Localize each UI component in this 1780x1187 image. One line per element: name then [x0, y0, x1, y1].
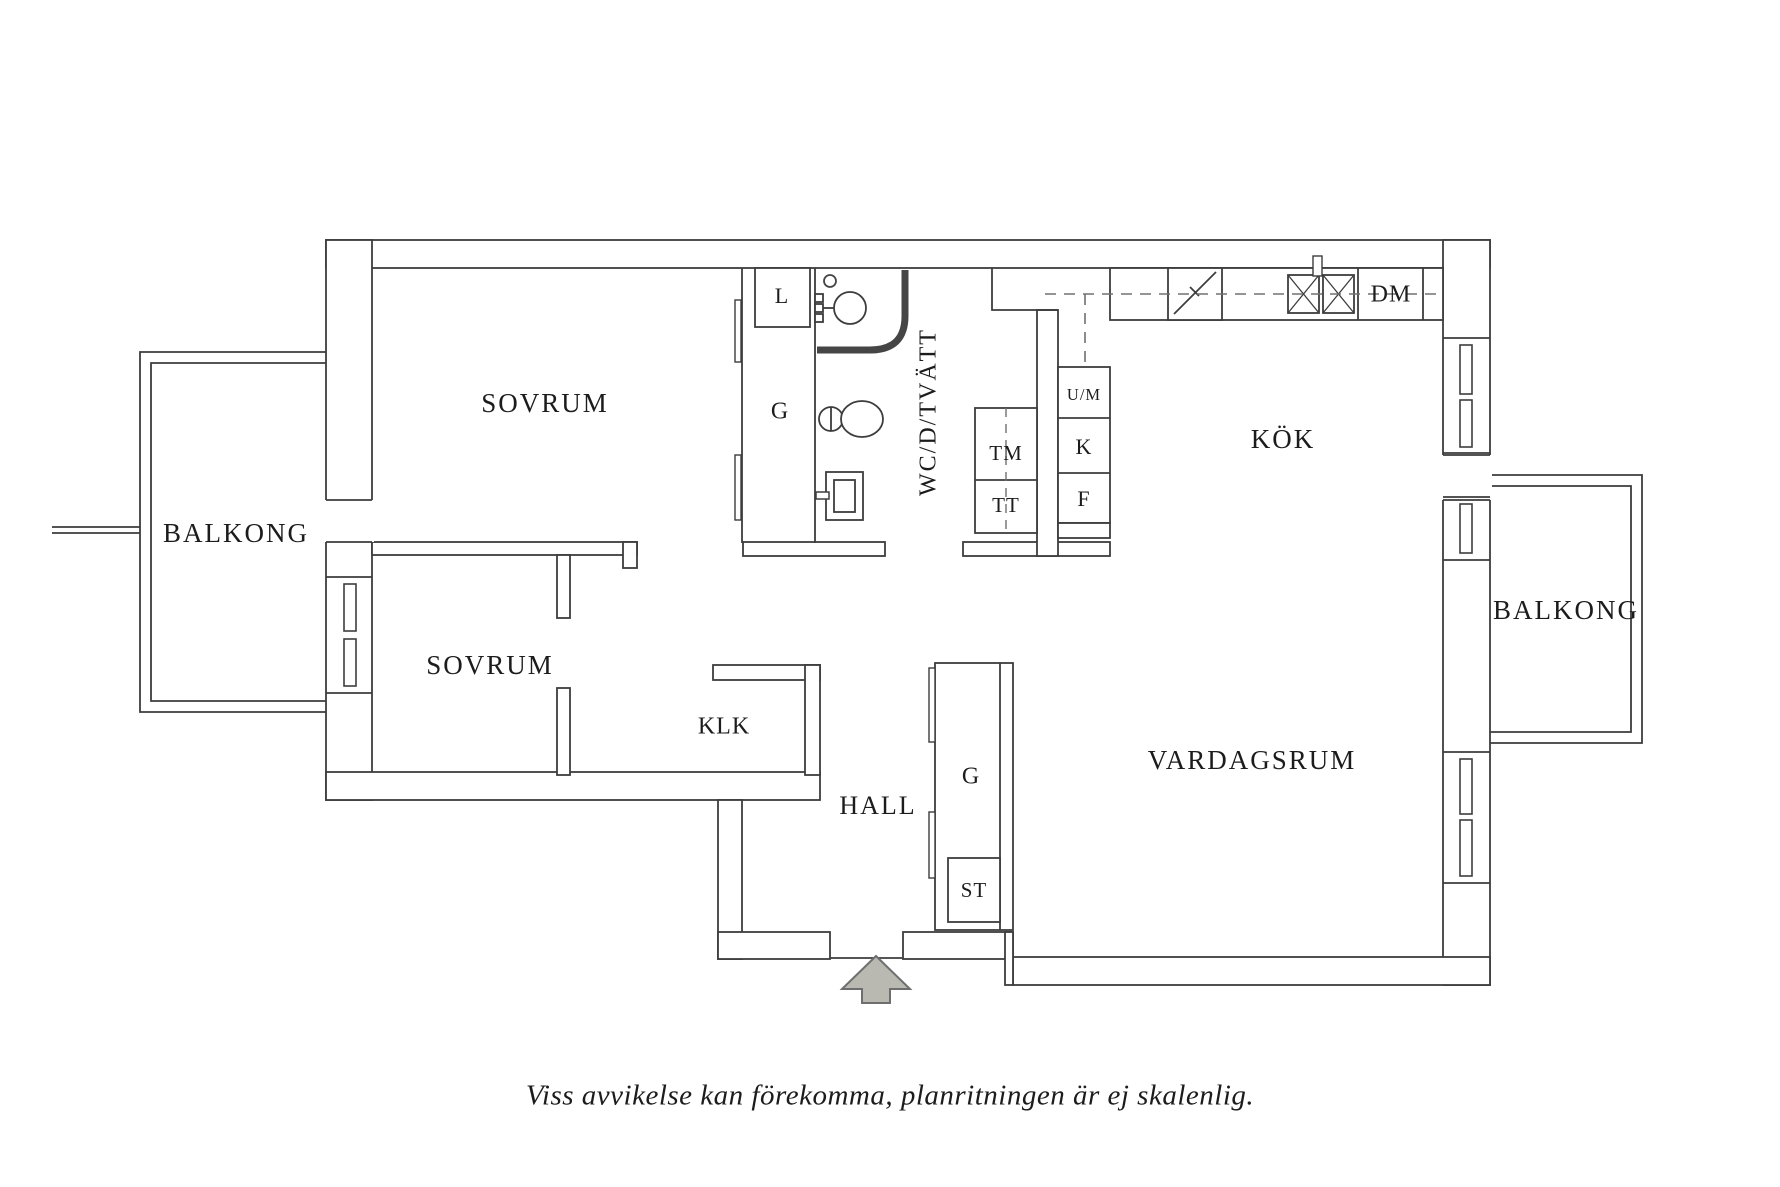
room-label-bedroom-top: SOVRUM [481, 388, 609, 418]
disclaimer-text: Viss avvikelse kan förekomma, planritnin… [526, 1080, 1254, 1112]
overhead-cabinet-dashed [1045, 293, 1443, 367]
room-label-hall: HALL [839, 791, 916, 820]
unit-label-wardrobe-hall: G [962, 764, 980, 790]
linen-closet-box [754, 267, 811, 328]
unit-label-cleaning: ST [961, 878, 988, 902]
small-sink-icon [815, 471, 864, 521]
shower-icon [817, 270, 909, 354]
toilet-icon [818, 400, 884, 438]
unit-label-wardrobe-bedroom: G [771, 399, 789, 425]
wardrobe-door-panels [734, 299, 742, 521]
hall-closet-strip [928, 662, 1014, 931]
room-label-balcony-right: BALKONG [1493, 595, 1639, 625]
room-label-klk: KLK [698, 714, 750, 740]
window-icons [326, 337, 1490, 884]
door-jamb-lines [326, 454, 1490, 959]
entrance-arrow-icon [839, 954, 913, 1004]
tall-appliance-column [1057, 366, 1111, 539]
unit-label-dishwasher: DM [1371, 282, 1412, 308]
unit-label-freezer: F [1077, 486, 1090, 511]
unit-label-fridge: K [1076, 434, 1093, 459]
unit-label-washer: TM [989, 441, 1023, 465]
room-label-wc-laundry: WC/D/TVÄTT [916, 328, 942, 496]
unit-label-oven-micro: U/M [1067, 385, 1101, 404]
room-label-bedroom-bottom: SOVRUM [426, 650, 554, 680]
balcony-right-rail [1490, 474, 1643, 744]
unit-label-linen: L [775, 283, 789, 308]
balcony-left-rail [52, 351, 327, 713]
wall-bands [325, 239, 1491, 986]
door-openings [324, 455, 1492, 542]
unit-label-dryer: TT [992, 493, 1020, 517]
room-label-living: VARDAGSRUM [1148, 745, 1357, 775]
room-label-balcony-left: BALKONG [163, 518, 309, 548]
washbasin-icon [814, 291, 867, 325]
room-label-kitchen: KÖK [1251, 424, 1316, 454]
